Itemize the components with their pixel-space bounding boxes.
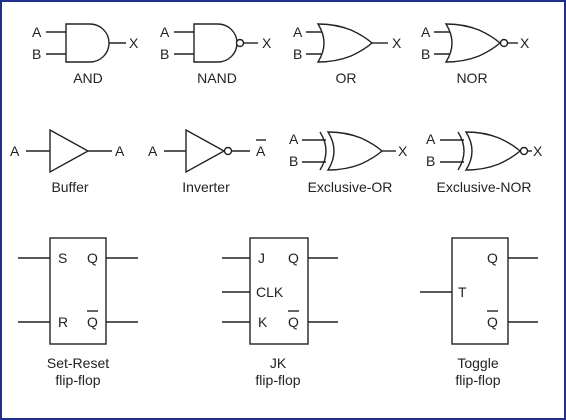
buffer-caption: Buffer	[51, 179, 88, 195]
xor-caption: Exclusive-OR	[308, 179, 393, 195]
toggle-q-pin: Q	[487, 250, 498, 266]
xnor-gate: A B X Exclusive-NOR	[426, 131, 543, 195]
xnor-input-b-label: B	[426, 153, 435, 169]
sr-r-pin: R	[58, 314, 68, 330]
xnor-output-label: X	[533, 143, 543, 159]
and-output-label: X	[129, 35, 139, 51]
xor-gate: A B X Exclusive-OR	[289, 131, 408, 195]
nand-gate: A B X NAND	[160, 23, 272, 86]
nor-caption: NOR	[456, 70, 487, 86]
or-gate: A B X OR	[293, 23, 402, 86]
toggle-caption-line2: flip-flop	[455, 372, 500, 388]
inverter-input-label: A	[148, 143, 158, 159]
and-input-b-label: B	[32, 46, 41, 62]
sr-flip-flop: S R Q Q Set-Reset flip-flop	[18, 237, 138, 388]
sr-qbar-pin: Q	[87, 314, 98, 330]
toggle-caption-line1: Toggle	[457, 355, 498, 371]
inverter-bubble	[223, 146, 233, 156]
and-gate: A B X AND	[32, 23, 139, 86]
buffer-gate: A A Buffer	[10, 128, 125, 195]
xor-output-label: X	[398, 143, 408, 159]
inverter-output-label: A	[256, 143, 266, 159]
sr-q-pin: Q	[87, 250, 98, 266]
sr-s-pin: S	[58, 250, 67, 266]
and-caption: AND	[73, 70, 103, 86]
nor-input-b-label: B	[421, 46, 430, 62]
jk-k-pin: K	[258, 314, 268, 330]
nand-caption: NAND	[197, 70, 237, 86]
nand-input-b-label: B	[160, 46, 169, 62]
or-caption: OR	[336, 70, 357, 86]
or-input-a-label: A	[293, 24, 303, 40]
jk-qbar-pin: Q	[288, 314, 299, 330]
xnor-caption: Exclusive-NOR	[437, 179, 532, 195]
nor-input-a-label: A	[421, 24, 431, 40]
nor-output-label: X	[520, 35, 530, 51]
jk-q-pin: Q	[288, 250, 299, 266]
and-input-a-label: A	[32, 24, 42, 40]
or-input-b-label: B	[293, 46, 302, 62]
sr-caption-line2: flip-flop	[55, 372, 100, 388]
jk-flip-flop: J CLK K Q Q JK flip-flop	[222, 237, 338, 388]
buffer-input-label: A	[10, 143, 20, 159]
toggle-t-pin: T	[458, 284, 467, 300]
inverter-caption: Inverter	[182, 179, 230, 195]
jk-clk-pin: CLK	[256, 284, 284, 300]
buffer-output-label: A	[115, 143, 125, 159]
toggle-flip-flop: T Q Q Toggle flip-flop	[420, 237, 538, 388]
inverter-gate: A A Inverter	[148, 128, 266, 195]
sr-caption-line1: Set-Reset	[47, 355, 109, 371]
jk-caption-line2: flip-flop	[255, 372, 300, 388]
or-output-label: X	[392, 35, 402, 51]
nand-output-label: X	[262, 35, 272, 51]
jk-caption-line1: JK	[270, 355, 287, 371]
xor-input-a-label: A	[289, 131, 299, 147]
xnor-input-a-label: A	[426, 131, 436, 147]
jk-j-pin: J	[258, 250, 265, 266]
xnor-bubble	[519, 146, 529, 156]
nor-gate: A B X NOR	[421, 23, 530, 86]
toggle-qbar-pin: Q	[487, 314, 498, 330]
xor-input-b-label: B	[289, 153, 298, 169]
nand-input-a-label: A	[160, 24, 170, 40]
nor-bubble	[499, 38, 509, 48]
nand-bubble	[235, 38, 245, 48]
